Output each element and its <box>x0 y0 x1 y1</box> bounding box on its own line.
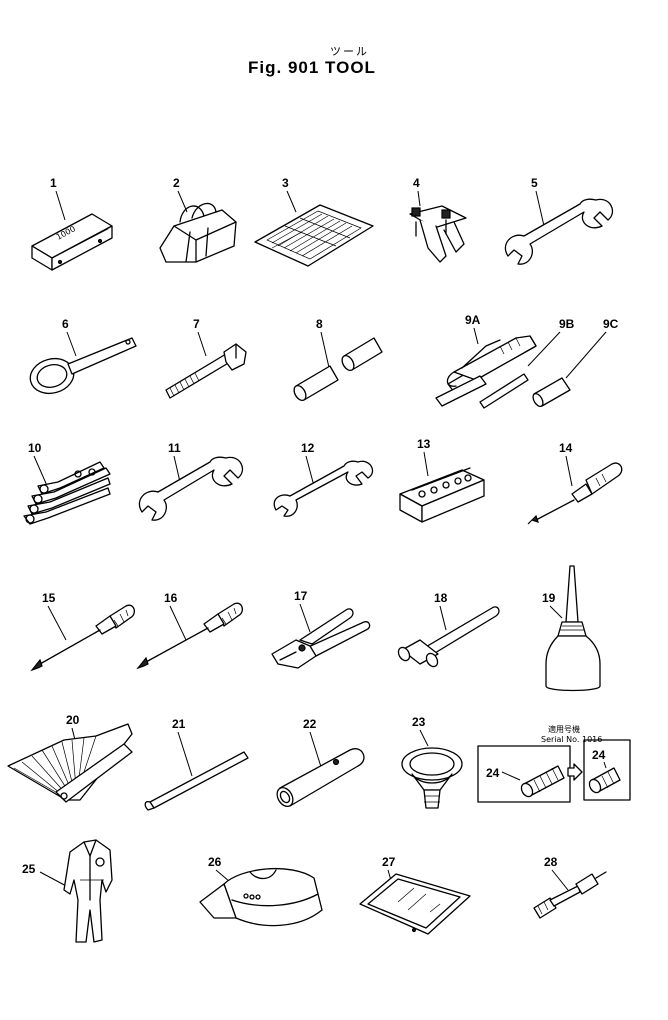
part-2-tool-bag: 2 <box>159 176 237 263</box>
part-label-23: 23 <box>412 715 426 729</box>
part-label-12: 12 <box>301 441 315 455</box>
part-16-screwdriver: 16 <box>136 591 244 670</box>
part-10-wrench-set: 10 <box>23 441 111 525</box>
part-label-24-before: 24 <box>486 766 500 780</box>
part-label-17: 17 <box>294 589 308 603</box>
part-label-11: 11 <box>168 441 181 455</box>
part-7-bolt: 7 <box>165 317 247 399</box>
part-label-7: 7 <box>193 317 200 331</box>
part-1-tool-box: 1 1000 <box>31 176 113 271</box>
part-9c-adapter: 9C <box>532 317 619 408</box>
part-9b-nozzle: 9B <box>479 317 575 409</box>
part-8-pipes: 8 <box>293 317 383 402</box>
part-5-wrench: 5 <box>504 176 613 265</box>
part-label-9b: 9B <box>559 317 575 331</box>
part-label-15: 15 <box>42 591 56 605</box>
part-14-screwdriver: 14 <box>527 441 623 525</box>
part-label-9c: 9C <box>603 317 619 331</box>
part-label-24-after: 24 <box>592 748 606 762</box>
part-24-serial-note: 適用号機 Serial No. 1016– 24 24 <box>477 724 631 803</box>
part-label-13: 13 <box>417 437 431 451</box>
part-26-cap: 26 <box>199 855 323 927</box>
part-label-9a: 9A <box>465 313 481 327</box>
part-label-14: 14 <box>559 441 573 455</box>
part-4-bracket: 4 <box>409 176 467 263</box>
part-label-26: 26 <box>208 855 222 869</box>
part-label-10: 10 <box>28 441 42 455</box>
part-13-socket-set: 13 <box>399 437 485 523</box>
part-24-box-after <box>583 739 631 801</box>
part-label-25: 25 <box>22 862 36 876</box>
part-label-5: 5 <box>531 176 538 190</box>
part-label-4: 4 <box>413 176 420 190</box>
part-21-pry-bar: 21 <box>144 717 249 811</box>
part-label-16: 16 <box>164 591 178 605</box>
part-15-screwdriver: 15 <box>30 591 136 672</box>
part-20-feeler-gauge: 20 <box>7 713 133 803</box>
part-label-21: 21 <box>172 717 186 731</box>
figure-title-japanese: ツール <box>330 46 369 58</box>
part-23-funnel: 23 <box>401 715 463 809</box>
part-label-6: 6 <box>62 317 69 331</box>
part-12-wrench: 12 <box>273 441 374 517</box>
part-27-plate: 27 <box>359 855 471 935</box>
part-label-20: 20 <box>66 713 80 727</box>
figure-title: Fig. 901 TOOL <box>248 58 376 77</box>
part-6-filter-wrench: 6 <box>29 317 137 395</box>
part-label-8: 8 <box>316 317 323 331</box>
part-label-3: 3 <box>282 176 289 190</box>
serial-note-jp: 適用号機 <box>548 724 580 734</box>
arrow-right-icon <box>567 763 583 781</box>
part-19-oiler: 19 <box>542 565 601 692</box>
part-22-socket: 22 <box>276 717 365 807</box>
part-3-instruction-sheet: 3 <box>254 176 374 267</box>
part-17-pliers: 17 <box>271 589 371 669</box>
part-label-1: 1 <box>50 176 57 190</box>
part-label-27: 27 <box>382 855 396 869</box>
part-28-hose-fitting: 28 <box>533 855 607 919</box>
part-label-28: 28 <box>544 855 558 869</box>
part-25-coverall: 25 <box>22 839 113 943</box>
part-11-wrench: 11 <box>138 441 243 521</box>
part-9a-grease-gun: 9A <box>435 313 537 407</box>
part-label-19: 19 <box>542 591 556 605</box>
part-label-2: 2 <box>173 176 180 190</box>
part-label-18: 18 <box>434 591 448 605</box>
part-18-hammer: 18 <box>397 591 500 668</box>
part-label-22: 22 <box>303 717 317 731</box>
serial-note-text: Serial No. 1016– <box>541 735 606 744</box>
